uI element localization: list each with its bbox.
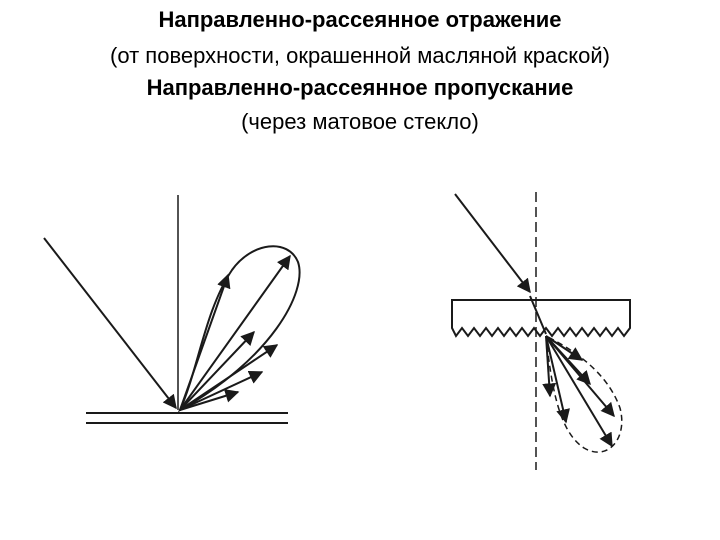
- transmission-incident-ray: [454, 193, 531, 294]
- refracted-ray-in-glass: [529, 295, 547, 335]
- subtitle-transmission: (через матовое стекло): [241, 109, 479, 134]
- transmission-ray-6: [545, 335, 584, 361]
- transmission-diagram: [451, 192, 631, 470]
- reflection-incident-ray: [43, 237, 177, 410]
- reflection-indicatrix-lobe: [177, 245, 301, 413]
- reflection-ray-5: [179, 370, 264, 411]
- reflection-ray-4: [179, 344, 279, 411]
- title-reflection: Направленно-рассеянное отражение: [158, 7, 562, 32]
- title-transmission: Направленно-рассеянное пропускание: [146, 75, 574, 100]
- reflection-ray-6: [179, 389, 240, 411]
- matte-glass-plate: [451, 299, 631, 338]
- reflection-ray-1: [179, 273, 231, 411]
- reflection-diagram: [43, 195, 301, 424]
- transmission-ray-4: [542, 335, 557, 398]
- transmission-ray-3: [545, 335, 570, 424]
- reflection-ray-3: [179, 330, 255, 411]
- reflection-ray-2: [179, 254, 291, 411]
- transmission-ray-1: [545, 335, 613, 448]
- subtitle-reflection: (от поверхности, окрашенной масляной кра…: [110, 43, 610, 68]
